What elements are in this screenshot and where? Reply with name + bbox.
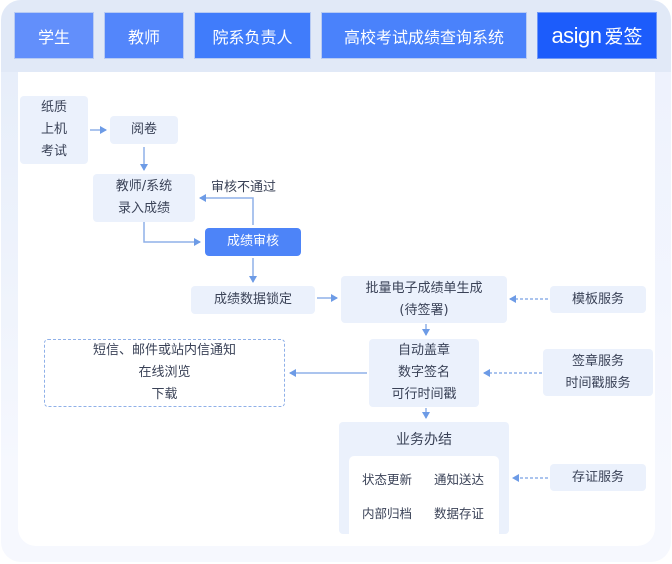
sign-service-line-1: 签章服务 <box>571 353 624 369</box>
complete-item: 数据存证 <box>434 506 485 521</box>
box-grading: 阅卷 <box>110 116 178 144</box>
left-band <box>1 72 18 472</box>
complete-title: 业务办结 <box>396 432 452 448</box>
exam-line-3: 考试 <box>40 144 67 159</box>
box-grade-review: 成绩审核 <box>205 228 301 256</box>
box-exam: 纸质 上机 考试 <box>20 96 88 164</box>
box-transcript-generation: 批量电子成绩单生成 (待签署) <box>341 276 507 323</box>
review-label: 成绩审核 <box>226 234 279 249</box>
lock-label: 成绩数据锁定 <box>213 292 292 307</box>
tab-student[interactable]: 学生 <box>14 12 94 59</box>
template-service-label: 模板服务 <box>571 291 624 307</box>
box-grade-entry: 教师/系统 录入成绩 <box>93 174 195 222</box>
tab-teacher-label: 教师 <box>127 27 160 47</box>
tab-teacher[interactable]: 教师 <box>104 12 184 59</box>
box-template-service: 模板服务 <box>550 286 646 313</box>
sign-line-1: 自动盖章 <box>397 343 450 358</box>
tab-department-head[interactable]: 院系负责人 <box>194 12 311 59</box>
sign-service-line-2: 时间戳服务 <box>565 375 631 391</box>
sign-line-3: 可行时间戳 <box>391 387 457 402</box>
reject-label: 审核不通过 <box>211 180 277 195</box>
grading-label: 阅卷 <box>130 122 157 137</box>
brand-cjk: 爱签 <box>604 26 643 48</box>
complete-item: 状态更新 <box>362 472 413 487</box>
brand-logo: asign 爱签 <box>537 12 657 59</box>
notify-line-1: 短信、邮件或站内信通知 <box>92 343 236 358</box>
complete-items: 状态更新 通知送达 内部归档 数据存证 <box>349 456 499 540</box>
notify-line-2: 在线浏览 <box>138 365 191 380</box>
box-auto-sign: 自动盖章 数字签名 可行时间戳 <box>369 339 479 407</box>
exam-line-2: 上机 <box>40 122 67 137</box>
sign-line-2: 数字签名 <box>397 365 450 380</box>
diagram-panel <box>18 72 655 546</box>
box-notification: 短信、邮件或站内信通知 在线浏览 下载 <box>44 339 285 407</box>
entry-line-2: 录入成绩 <box>117 201 170 216</box>
entry-line-1: 教师/系统 <box>115 179 173 194</box>
generate-line-2: (待签署) <box>399 302 449 318</box>
complete-item: 内部归档 <box>362 506 413 521</box>
complete-item: 通知送达 <box>434 472 485 487</box>
exam-line-1: 纸质 <box>40 100 67 115</box>
arrow-entry-to-review <box>143 222 201 246</box>
evidence-service-label: 存证服务 <box>571 469 624 485</box>
box-business-complete: 业务办结 状态更新 通知送达 内部归档 数据存证 <box>339 422 509 540</box>
notify-line-3: 下载 <box>151 387 178 402</box>
box-sign-service: 签章服务 时间戳服务 <box>543 349 653 396</box>
brand-latin: asign <box>551 22 602 48</box>
generate-line-1: 批量电子成绩单生成 <box>365 280 483 296</box>
tab-grade-query-system-label: 高校考试成绩查询系统 <box>343 27 504 47</box>
tab-grade-query-system[interactable]: 高校考试成绩查询系统 <box>321 12 527 59</box>
right-band <box>655 72 671 492</box>
box-grade-lock: 成绩数据锁定 <box>191 286 315 314</box>
box-evidence-service: 存证服务 <box>550 464 646 491</box>
tab-department-head-label: 院系负责人 <box>212 27 293 47</box>
tab-student-label: 学生 <box>37 27 70 47</box>
arrow-reject-to-entry <box>199 194 254 225</box>
